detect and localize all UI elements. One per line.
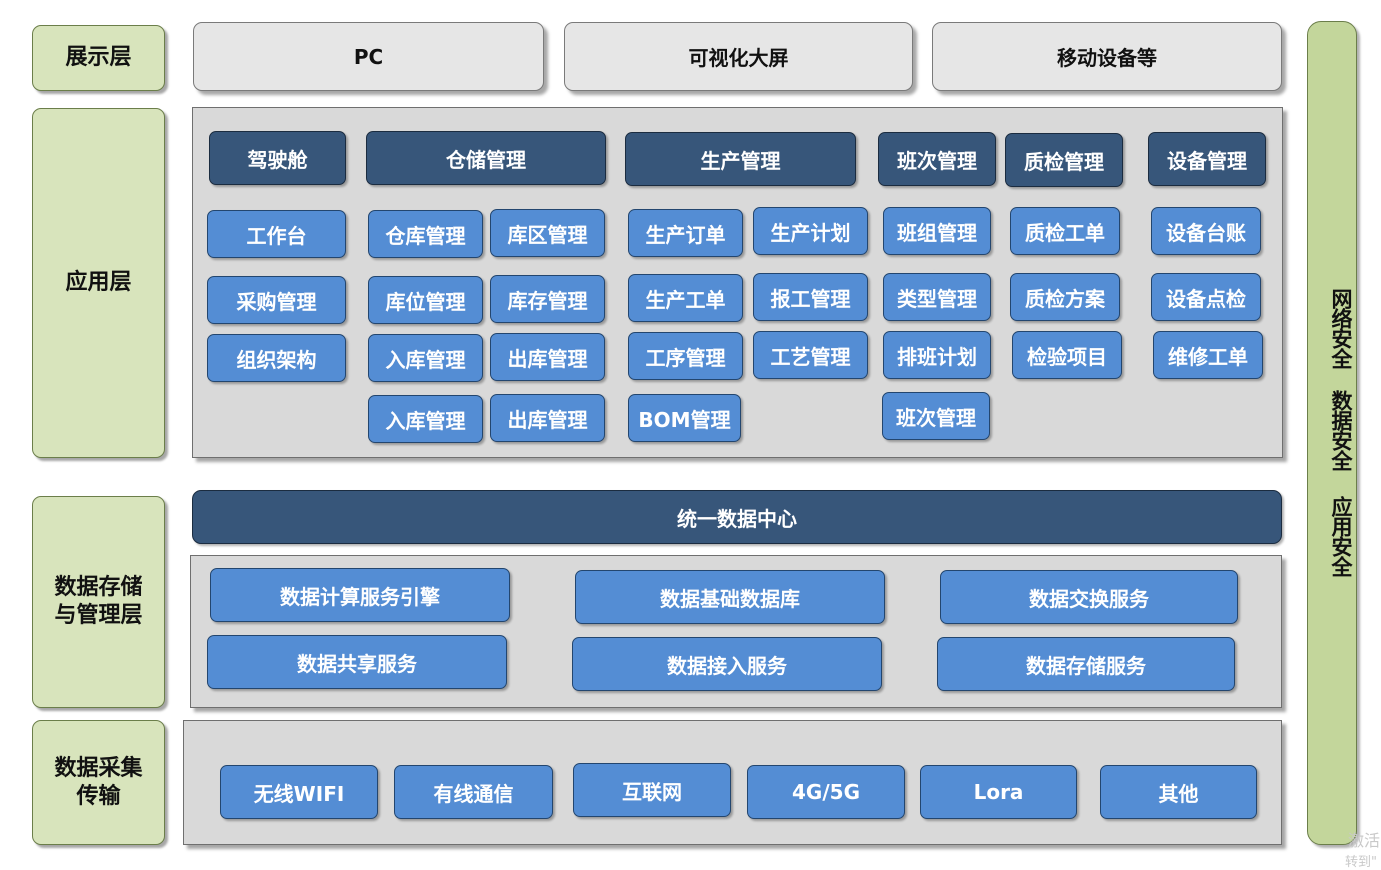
module-production-order: 生产订单 xyxy=(628,209,743,257)
module-repair-order: 维修工单 xyxy=(1153,331,1263,379)
module-zone-mgmt: 库区管理 xyxy=(490,209,605,257)
module-equipment-ledger: 设备台账 xyxy=(1151,207,1261,255)
module-bom-mgmt: BOM管理 xyxy=(628,394,741,442)
service-storage: 数据存储服务 xyxy=(937,637,1235,691)
module-production-plan: 生产计划 xyxy=(753,207,868,255)
service-exchange: 数据交换服务 xyxy=(940,570,1238,624)
header-cockpit: 驾驶舱 xyxy=(209,131,346,185)
module-outbound-mgmt-2: 出库管理 xyxy=(490,394,605,442)
transport-internet: 互联网 xyxy=(573,763,731,817)
transport-lora: Lora xyxy=(920,765,1077,819)
security-app-label: 应用安全 xyxy=(1329,496,1353,576)
data-center-bar: 统一数据中心 xyxy=(192,490,1282,544)
module-location-mgmt: 库位管理 xyxy=(368,276,483,324)
service-access: 数据接入服务 xyxy=(572,637,882,691)
display-pc: PC xyxy=(193,22,544,91)
security-network-label: 网络安全 xyxy=(1329,288,1353,368)
transport-4g5g: 4G/5G xyxy=(747,765,905,819)
module-workbench: 工作台 xyxy=(207,210,346,258)
security-data-label: 数据安全 xyxy=(1329,390,1353,470)
security-bar: 网络安全 数据安全 应用安全 xyxy=(1307,21,1357,845)
header-quality: 质检管理 xyxy=(1005,133,1123,187)
header-production: 生产管理 xyxy=(625,132,856,186)
module-team-mgmt: 班组管理 xyxy=(883,207,991,255)
layer-label-display: 展示层 xyxy=(32,25,165,91)
display-mobile: 移动设备等 xyxy=(932,22,1282,91)
module-equipment-check: 设备点检 xyxy=(1151,273,1261,321)
layer-label-storage: 数据存储 与管理层 xyxy=(32,496,165,708)
module-shift-mgmt: 班次管理 xyxy=(882,392,990,440)
header-warehouse: 仓储管理 xyxy=(366,131,606,185)
module-inventory-mgmt: 库存管理 xyxy=(490,275,605,323)
service-compute-engine: 数据计算服务引擎 xyxy=(210,568,510,622)
module-process-mgmt: 工序管理 xyxy=(628,332,743,380)
module-craft-mgmt: 工艺管理 xyxy=(753,331,868,379)
header-shift: 班次管理 xyxy=(878,132,996,186)
layer-label-collection: 数据采集 传输 xyxy=(32,720,165,845)
watermark-line2: 转到" xyxy=(1345,855,1377,870)
module-report-work: 报工管理 xyxy=(753,273,868,321)
module-organization: 组织架构 xyxy=(207,334,346,382)
watermark-line1: 激活 xyxy=(1348,831,1381,850)
transport-wired: 有线通信 xyxy=(394,765,553,819)
header-equipment: 设备管理 xyxy=(1148,132,1266,186)
module-type-mgmt: 类型管理 xyxy=(883,273,991,321)
transport-other: 其他 xyxy=(1100,765,1257,819)
service-sharing: 数据共享服务 xyxy=(207,635,507,689)
module-outbound-mgmt: 出库管理 xyxy=(490,333,605,381)
module-qc-plan: 质检方案 xyxy=(1010,273,1120,321)
module-inspection-item: 检验项目 xyxy=(1012,331,1122,379)
module-purchasing: 采购管理 xyxy=(207,276,346,324)
module-inbound-mgmt-2: 入库管理 xyxy=(368,395,483,443)
module-schedule-plan: 排班计划 xyxy=(883,331,991,379)
layer-label-application: 应用层 xyxy=(32,108,165,458)
display-big-screen: 可视化大屏 xyxy=(564,22,913,91)
service-base-database: 数据基础数据库 xyxy=(575,570,885,624)
module-work-order: 生产工单 xyxy=(628,274,743,322)
module-warehouse-mgmt: 仓库管理 xyxy=(368,210,483,258)
module-inbound-mgmt: 入库管理 xyxy=(368,334,483,382)
module-qc-order: 质检工单 xyxy=(1010,207,1120,255)
transport-wifi: 无线WIFI xyxy=(220,765,378,819)
